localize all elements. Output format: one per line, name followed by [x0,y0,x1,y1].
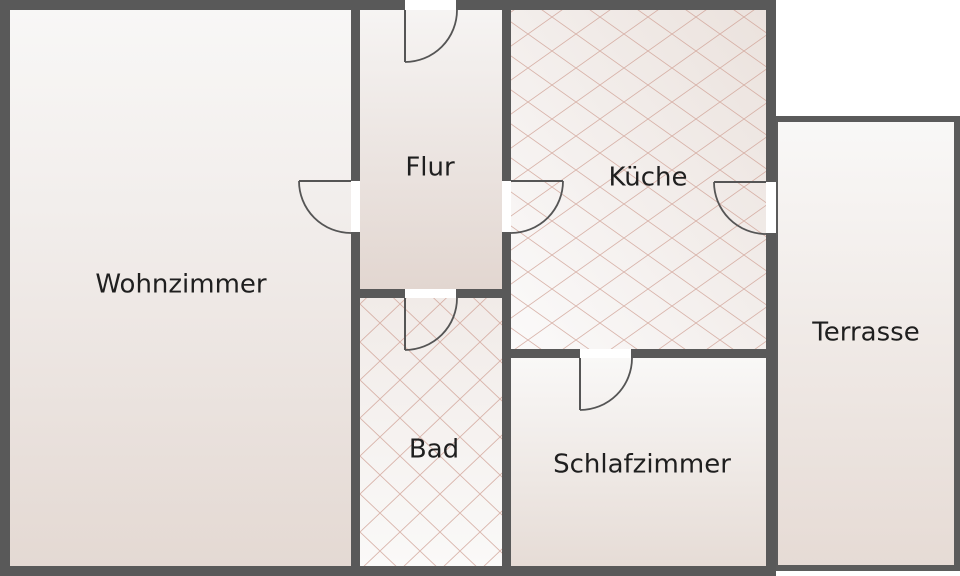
door-openings [351,0,776,358]
room-schlafzimmer-floor [511,358,766,566]
room-bad-tiles [360,298,503,566]
label-terrasse: Terrasse [811,318,919,348]
label-kueche: Küche [608,163,687,193]
door-schlafzimmer [579,357,633,411]
label-schlafzimmer: Schlafzimmer [553,450,731,480]
door-wohnzimmer [298,180,352,234]
room-terrasse-floor [774,120,957,566]
room-wohnzimmer-floor [10,10,352,566]
label-wohnzimmer: Wohnzimmer [95,270,267,300]
door-flur-entrance [404,9,458,63]
door-terrasse [713,181,767,235]
door-bad [404,297,458,351]
label-flur: Flur [405,153,455,183]
label-bad: Bad [409,435,459,465]
room-flur-floor [360,10,503,290]
door-kueche [510,180,564,234]
